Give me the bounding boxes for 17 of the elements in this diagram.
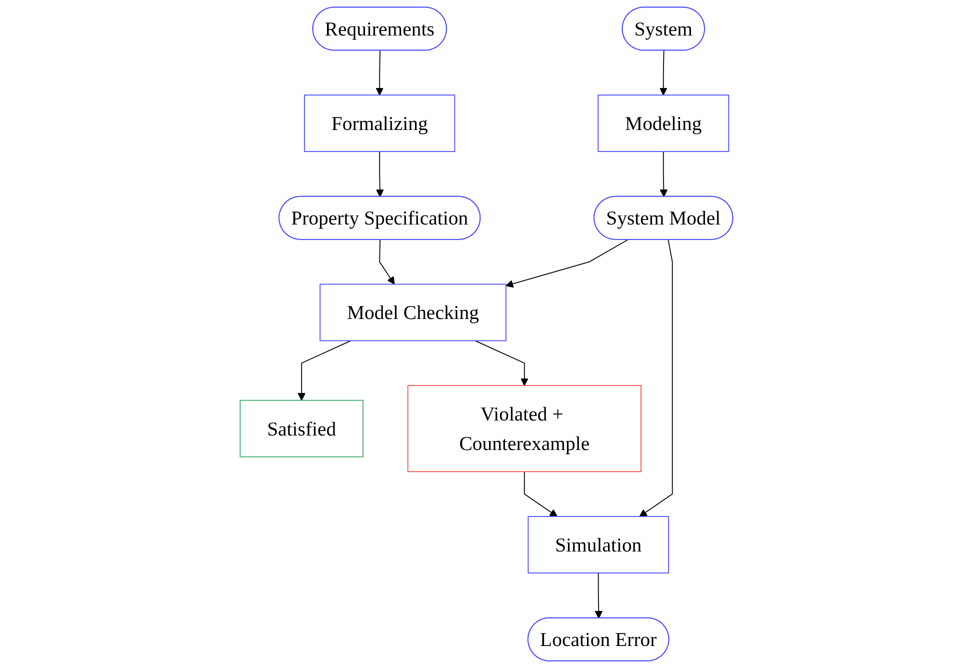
arrow (376, 151, 384, 198)
arrow (639, 239, 673, 517)
arrow (474, 340, 528, 386)
arrow (379, 239, 395, 285)
arrow (660, 151, 668, 198)
node-box: Modeling (598, 94, 730, 152)
arrow (524, 471, 558, 517)
node-box: Satisfied (240, 400, 364, 458)
arrow (376, 50, 384, 96)
arrow (659, 50, 668, 96)
node-box: Simulation (528, 516, 670, 574)
node-box: Violated + Counterexample (407, 385, 642, 472)
node-box: Formalizing (304, 94, 456, 152)
node-box: Model Checking (320, 284, 506, 342)
arrow (298, 340, 352, 401)
arrow (506, 239, 628, 288)
arrow (594, 572, 603, 619)
